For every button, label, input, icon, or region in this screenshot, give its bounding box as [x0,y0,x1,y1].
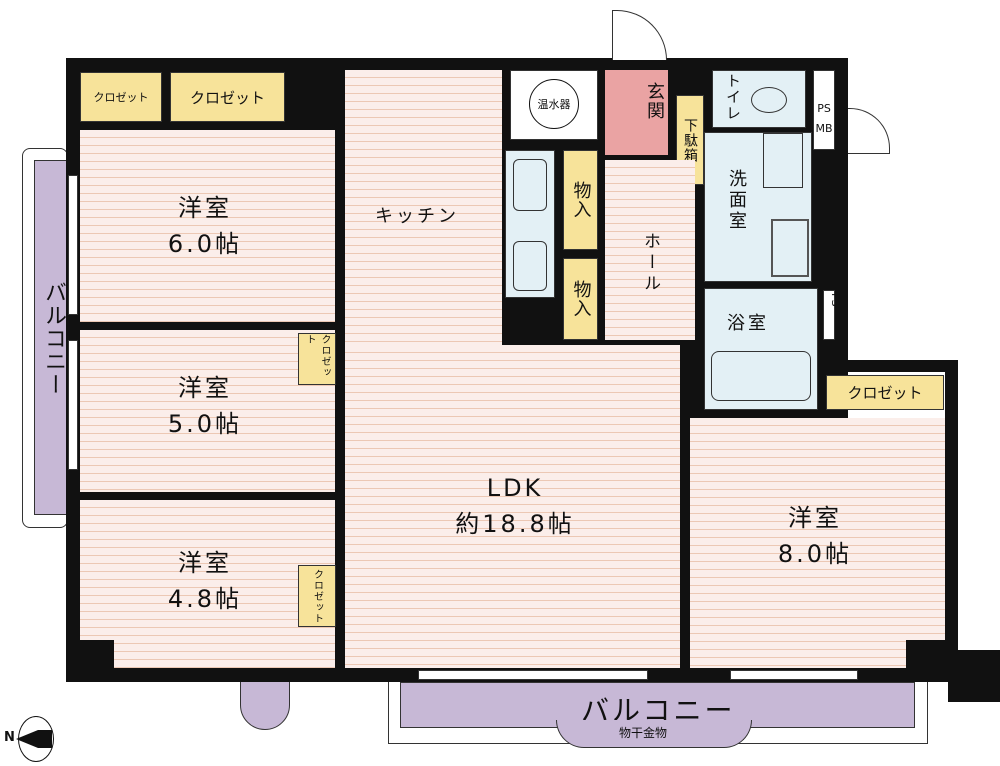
wall-right-upper [835,58,848,360]
kitchen-counter [505,150,555,298]
service-door[interactable] [848,108,890,154]
corner-block [948,650,1000,702]
closet-top: クロゼット [170,72,285,122]
closet-room48: クロゼット [298,565,336,627]
front-door[interactable] [612,10,667,60]
compass: N [4,716,74,762]
window-room8[interactable] [730,670,858,680]
window-room6[interactable] [68,175,78,315]
wall-step [818,360,958,372]
room-western-6 [80,130,335,322]
kitchen-label: キッチン [375,206,459,227]
ps-2: PS [823,290,842,340]
room-western-48 [80,500,335,668]
water-heater-area: 温水器 [510,70,598,140]
wall-room8-corner [906,640,946,670]
window-ldk[interactable] [418,670,648,680]
drying-rack-label: 物干金物 [619,726,668,740]
toilet-icon [751,87,787,113]
kitchen [345,70,502,345]
compass-north-label: N [4,730,15,745]
left-balcony: バルコニー [34,160,68,515]
hall-label: ホール [640,232,660,295]
storage-1: 物入 [563,150,598,250]
toilet-label: トイレ [724,73,742,121]
washroom-label: 洗面室 [726,169,747,232]
closet-small-top: クロゼット [80,72,162,122]
washroom: 洗面室 [704,132,812,282]
wall-top [66,58,848,70]
storage-2: 物入 [563,258,598,340]
basin-icon [763,133,803,188]
bay-window [240,680,290,730]
stove-icon [513,241,547,291]
drying-rack-area: 物干金物 [556,720,752,748]
bathroom-label: 浴室 [727,313,769,334]
closet-room5: クロゼット [298,333,336,385]
washer-icon [771,219,809,277]
bathroom: 浴室 [704,288,818,410]
ldk [345,345,680,668]
entrance: 玄関 [605,70,668,155]
water-heater: 温水器 [529,79,579,129]
toilet: トイレ [712,70,806,128]
hall [605,160,695,340]
room-western-8 [690,418,945,668]
wall-right-lower [945,360,958,682]
wall-room48-corner [80,640,114,670]
sink-icon [513,159,547,211]
closet-room8: クロゼット [826,375,944,410]
bathtub-icon [711,351,811,401]
entrance-label: 玄関 [644,82,665,120]
compass-arrow-tail [38,730,52,748]
left-balcony-label: バルコニー [41,281,66,396]
window-room5[interactable] [68,340,78,470]
room-western-5 [80,330,335,492]
compass-arrow-icon [16,730,38,748]
